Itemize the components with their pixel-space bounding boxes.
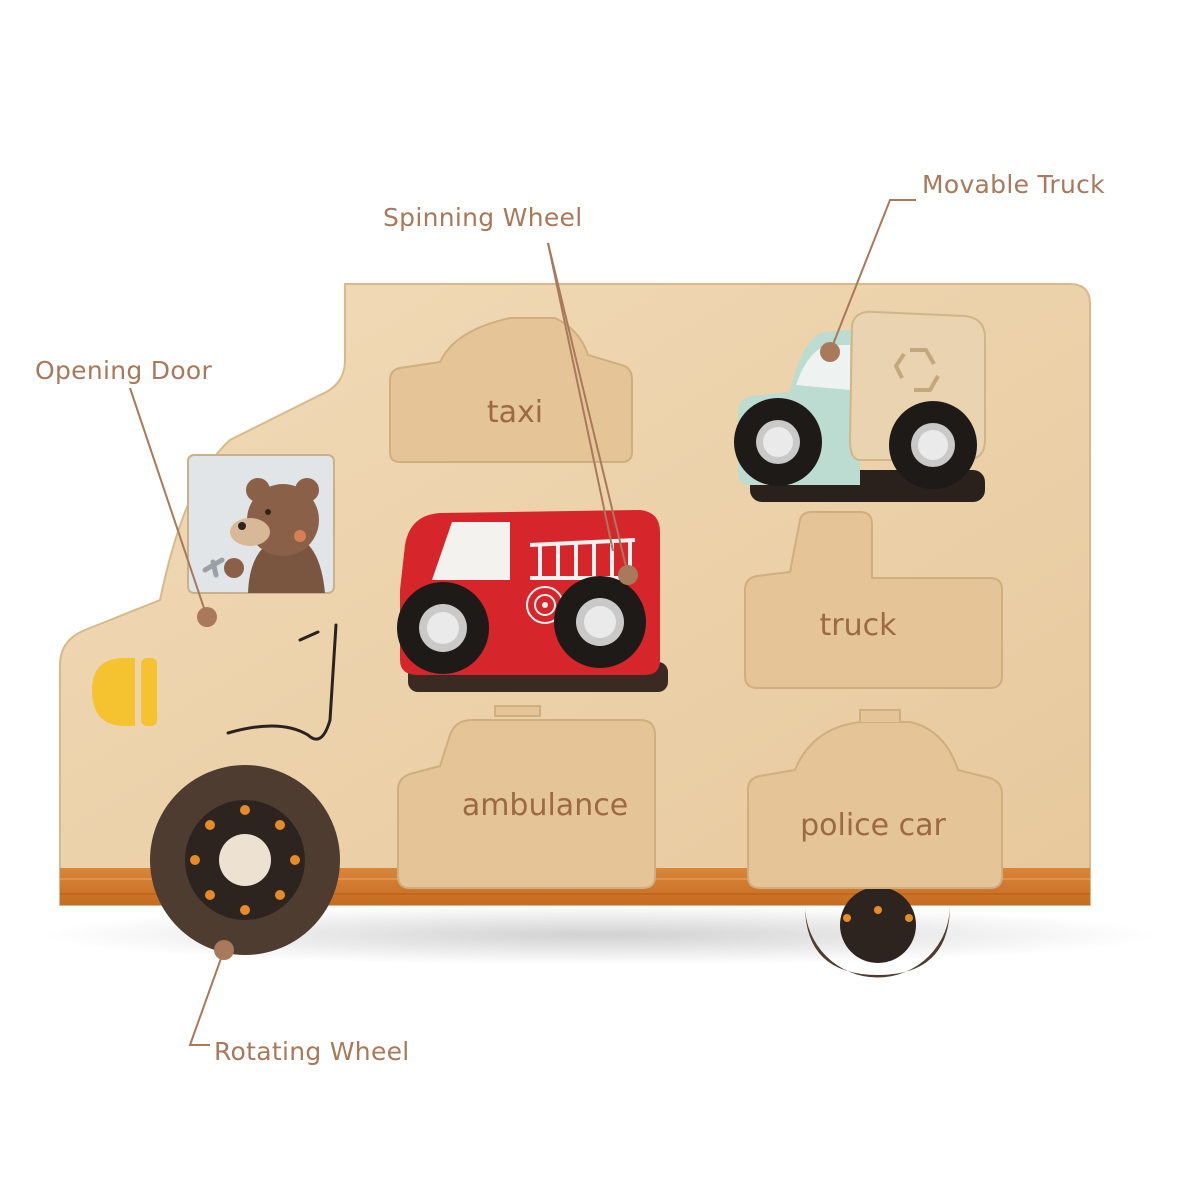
slot-label-police-car: police car (800, 808, 946, 843)
rotating-wheel[interactable] (150, 765, 340, 955)
fire-truck-wheel-rear[interactable] (554, 576, 646, 668)
callout-lines (129, 199, 916, 1046)
fire-truck-wheel-front[interactable] (397, 582, 489, 674)
opening-door-window[interactable] (187, 454, 335, 594)
callout-movable-truck: Movable Truck (922, 170, 1105, 199)
fire-truck-toy[interactable] (397, 510, 668, 692)
slot-ambulance: ambulance (397, 705, 656, 889)
slot-label-ambulance: ambulance (462, 788, 628, 823)
garbage-truck-wheel-front[interactable] (734, 398, 822, 486)
garbage-truck-wheel-rear[interactable] (889, 401, 977, 489)
callout-opening-door: Opening Door (35, 356, 213, 385)
slot-truck: truck (744, 511, 1003, 689)
bear-driver-illustration (202, 478, 325, 593)
slot-police-car: police car (747, 709, 1003, 889)
callout-spinning-wheel: Spinning Wheel (383, 203, 583, 232)
movable-garbage-truck-toy[interactable] (734, 310, 986, 502)
slot-label-truck: truck (820, 608, 898, 643)
callout-dots (197, 342, 840, 960)
slot-label-taxi: taxi (487, 395, 543, 430)
rear-wheel (805, 887, 950, 978)
callout-rotating-wheel: Rotating Wheel (214, 1037, 410, 1066)
headlight (92, 658, 157, 726)
recycle-icon (894, 348, 940, 392)
face-drawing (226, 623, 338, 741)
